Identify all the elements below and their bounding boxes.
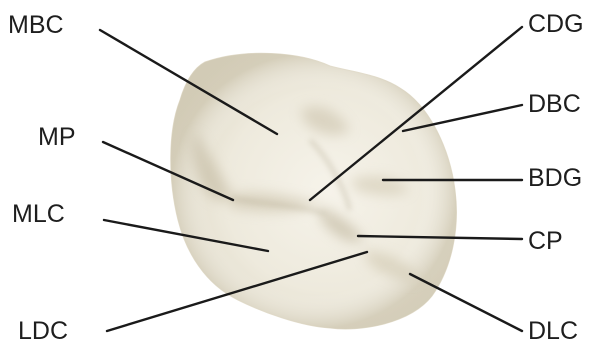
label-cdg: CDG <box>528 10 584 38</box>
label-ldc: LDC <box>18 317 68 345</box>
label-mbc: MBC <box>8 11 64 39</box>
label-cp: CP <box>528 227 563 255</box>
label-dlc: DLC <box>528 317 578 345</box>
label-bdg: BDG <box>528 164 582 192</box>
label-mp: MP <box>38 123 76 151</box>
label-mlc: MLC <box>12 200 65 228</box>
label-dbc: DBC <box>528 90 581 118</box>
